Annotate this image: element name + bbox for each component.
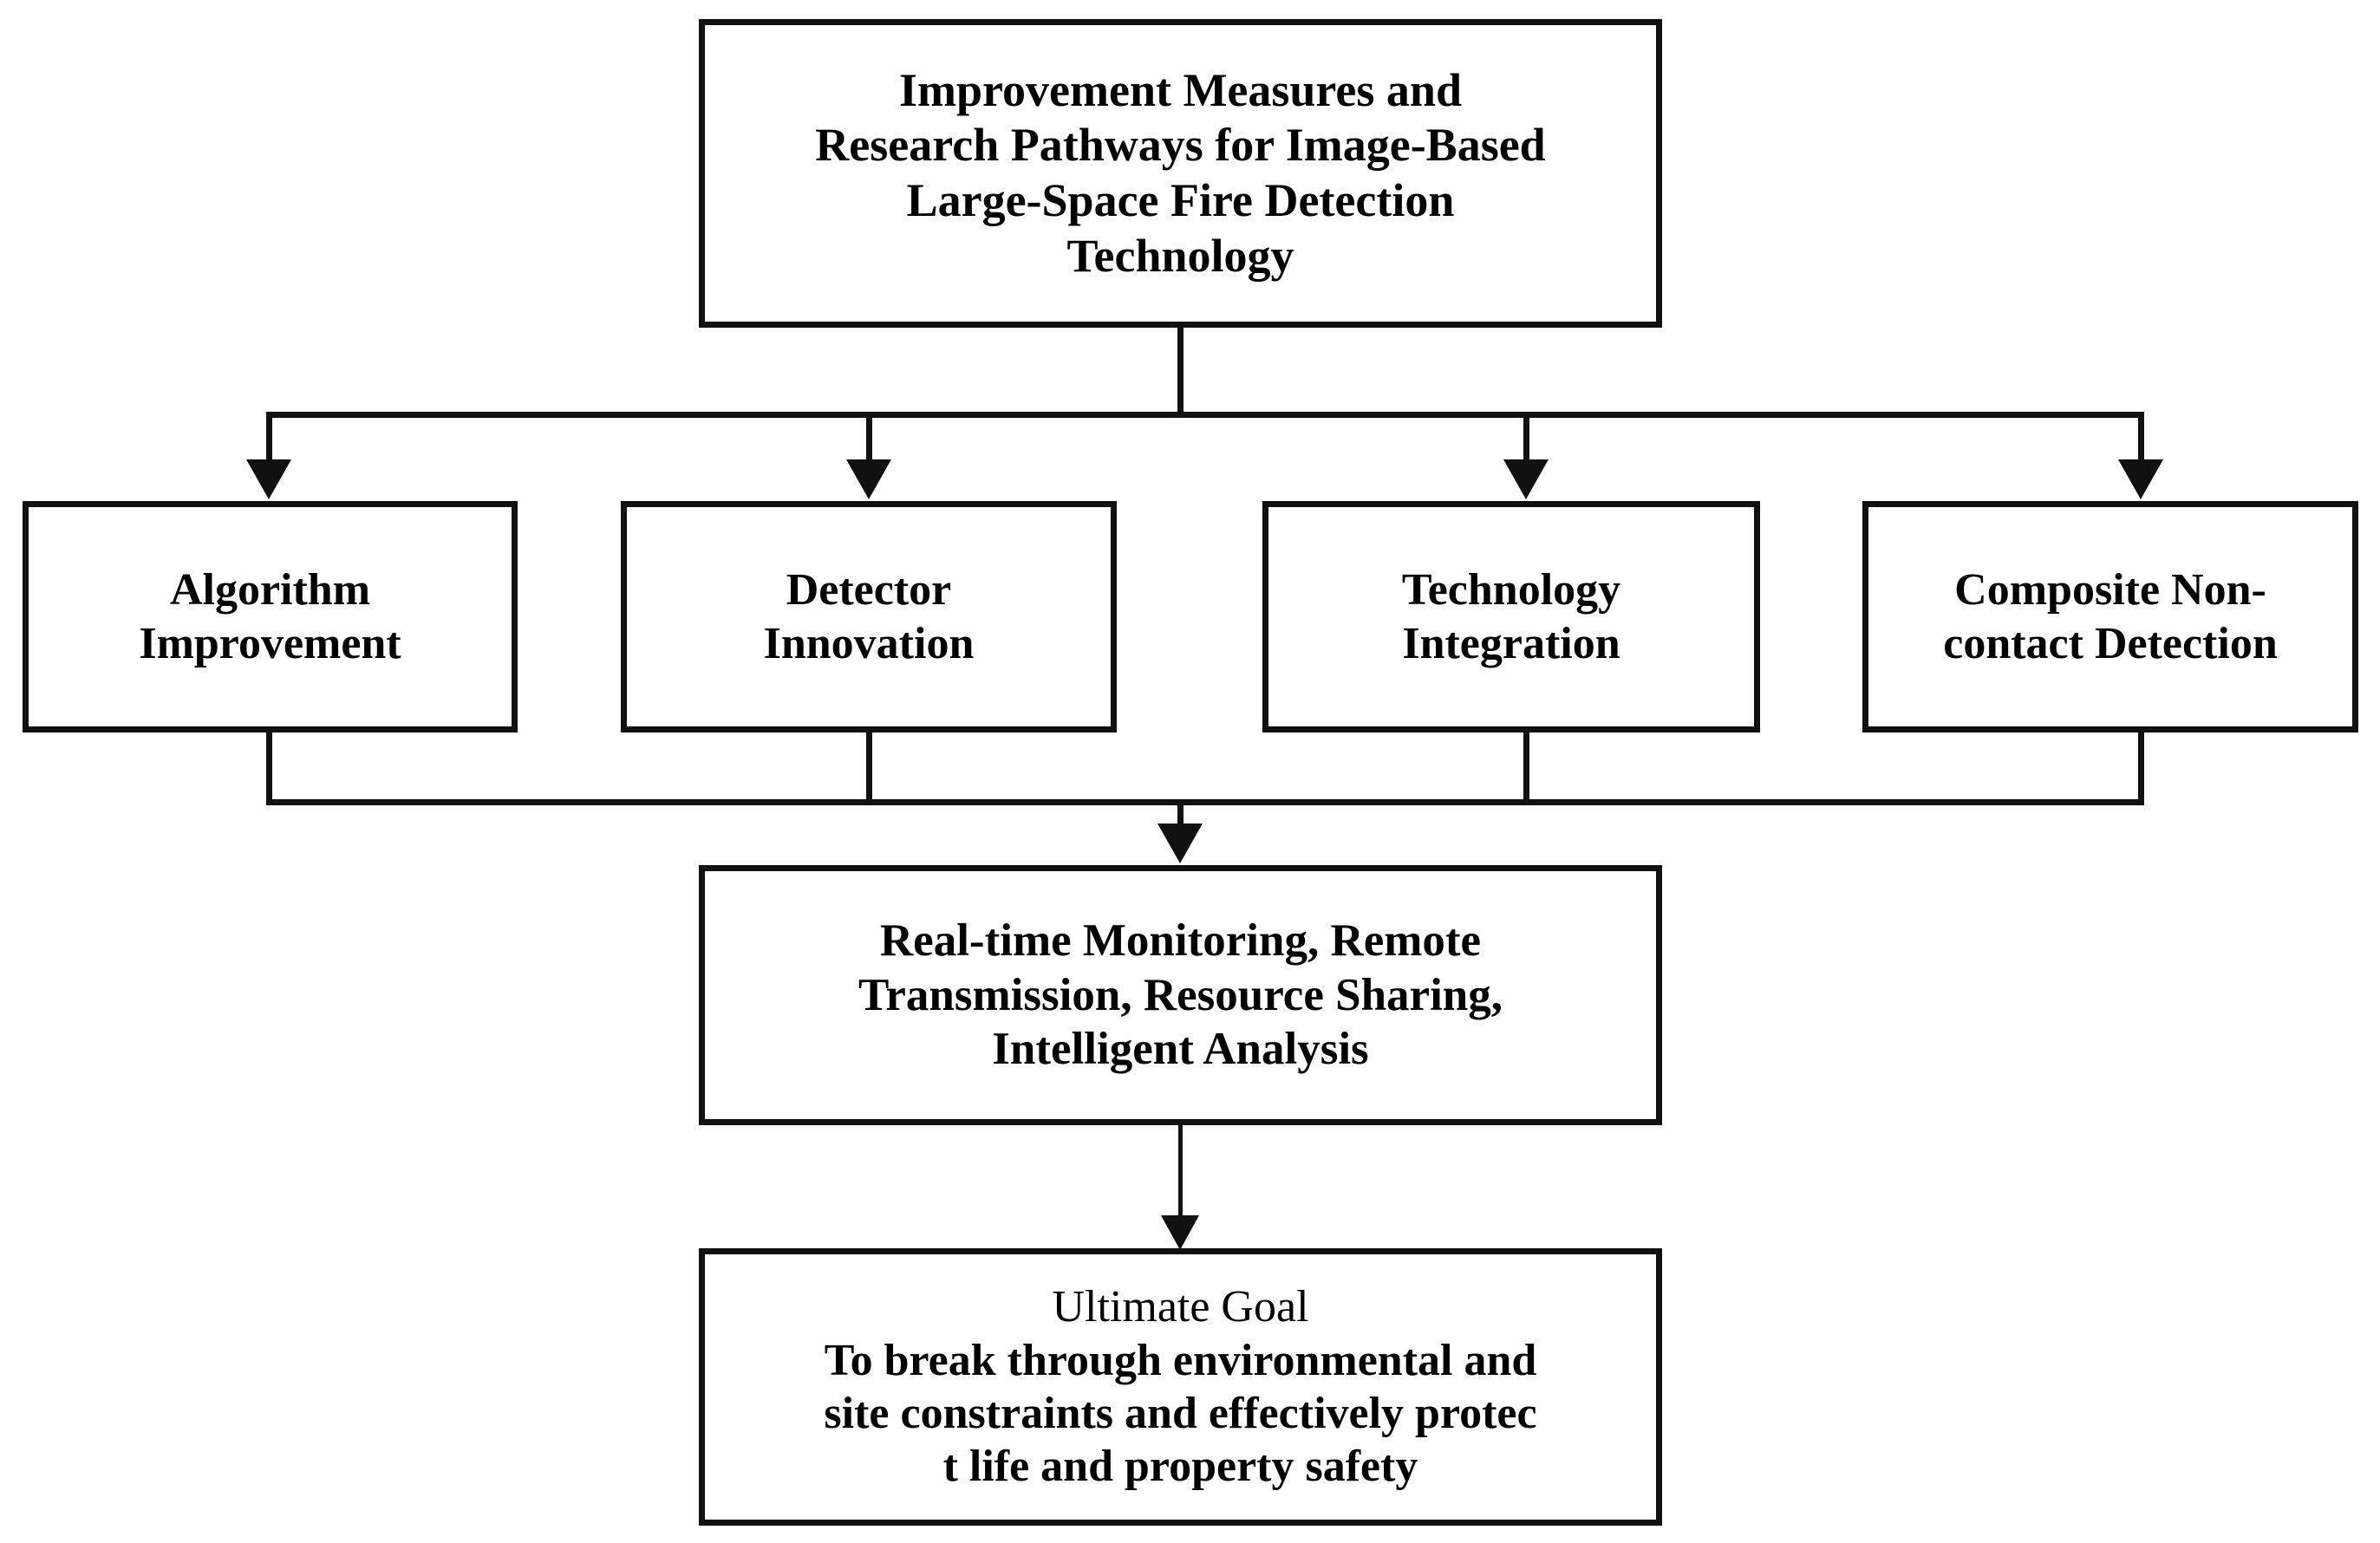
node-technology-integration[interactable]: Technology Integration <box>1262 501 1760 732</box>
connector-merge-bus <box>266 799 2144 805</box>
node-root-title[interactable]: Improvement Measures and Research Pathwa… <box>699 19 1662 328</box>
node-goal-line-2: site constraints and effectively protec <box>824 1389 1537 1438</box>
node-goal-line-1: To break through environmental and <box>824 1335 1537 1385</box>
connector-distribution-bus <box>266 412 2144 418</box>
arrowhead-detector <box>846 459 891 499</box>
node-capabilities-line-2: Transmission, Resource Sharing, <box>857 969 1503 1020</box>
node-capabilities-line-1: Real-time Monitoring, Remote <box>879 915 1482 967</box>
connector-drop-integration <box>1523 412 1529 466</box>
connector-drop-algorithm <box>266 412 272 466</box>
connector-riser-integration <box>1523 732 1529 804</box>
connector-drop-detector <box>866 412 872 466</box>
connector-riser-algorithm <box>266 732 272 804</box>
connector-riser-noncontact <box>2138 732 2144 804</box>
node-root-line-4: Technology <box>1066 229 1294 282</box>
node-noncontact-line-2: contact Detection <box>1943 618 2278 668</box>
node-noncontact-line-1: Composite Non- <box>1954 565 2266 615</box>
connector-merge-stem <box>1177 799 1183 827</box>
node-ultimate-goal[interactable]: Ultimate Goal To break through environme… <box>699 1248 1662 1526</box>
node-integration-line-1: Technology <box>1401 565 1621 615</box>
node-detector-line-2: Innovation <box>763 618 975 668</box>
node-integration-line-2: Integration <box>1402 618 1620 668</box>
node-root-line-2: Research Pathways for Image-Based <box>815 119 1546 172</box>
connector-capabilities-to-goal <box>1178 1125 1183 1219</box>
connector-root-stem <box>1177 328 1183 418</box>
node-composite-noncontact-detection[interactable]: Composite Non- contact Detection <box>1862 501 2358 732</box>
node-capabilities[interactable]: Real-time Monitoring, Remote Transmissio… <box>699 865 1662 1125</box>
connector-riser-detector <box>866 732 872 804</box>
node-capabilities-line-3: Intelligent Analysis <box>992 1024 1369 1075</box>
arrowhead-goal <box>1161 1215 1199 1250</box>
arrowhead-integration <box>1503 459 1549 499</box>
node-algorithm-line-2: Improvement <box>139 618 401 668</box>
node-detector-line-1: Detector <box>786 565 952 615</box>
arrowhead-noncontact <box>2118 459 2163 499</box>
node-goal-line-3: t life and property safety <box>942 1442 1418 1492</box>
arrowhead-algorithm <box>246 459 291 499</box>
arrowhead-capabilities <box>1157 824 1203 863</box>
node-detector-innovation[interactable]: Detector Innovation <box>621 501 1117 732</box>
node-algorithm-line-1: Algorithm <box>169 565 371 615</box>
connector-drop-noncontact <box>2138 412 2144 466</box>
node-root-line-3: Large-Space Fire Detection <box>906 174 1455 226</box>
node-goal-heading: Ultimate Goal <box>1052 1282 1309 1332</box>
node-root-line-1: Improvement Measures and <box>899 63 1462 116</box>
node-algorithm-improvement[interactable]: Algorithm Improvement <box>23 501 518 732</box>
